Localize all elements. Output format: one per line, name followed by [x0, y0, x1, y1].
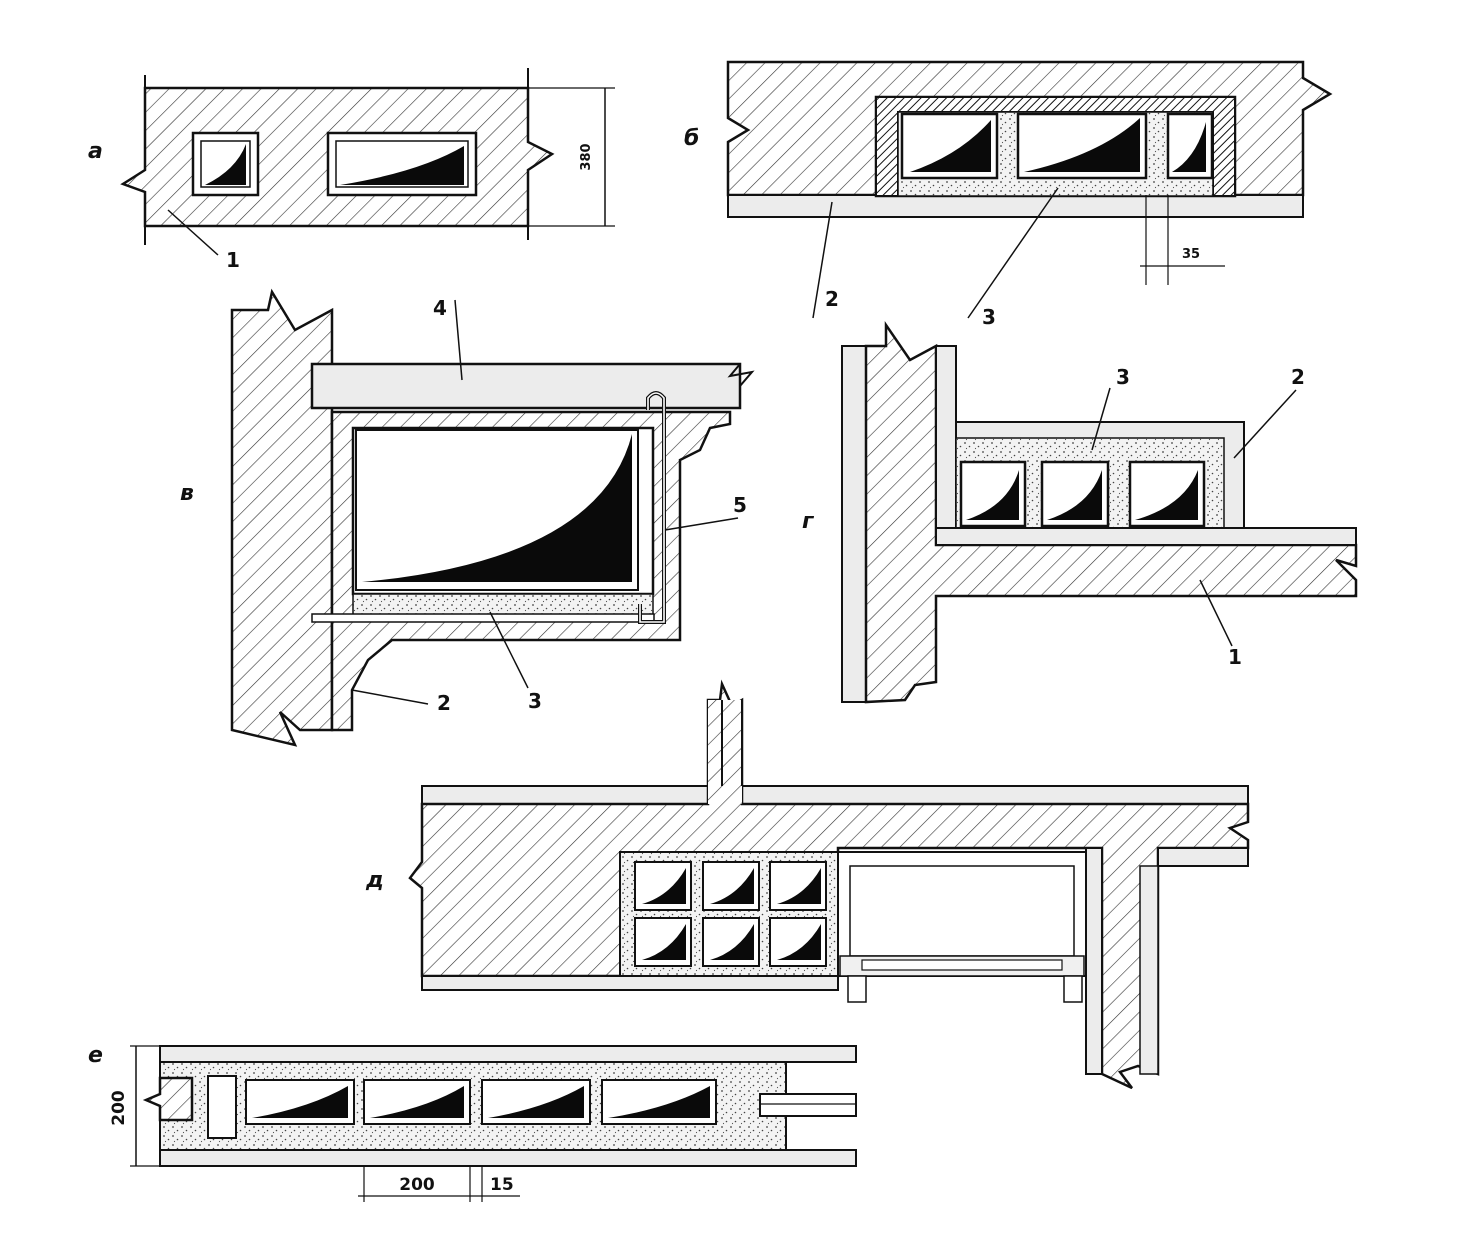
- glass-block: [355, 429, 639, 591]
- wall-section-g: [864, 320, 1358, 704]
- panel-e: 200 200 15 е: [88, 1043, 857, 1202]
- glass-block: [326, 131, 478, 197]
- callout-4: 4: [433, 296, 447, 320]
- glass-block: [1040, 460, 1110, 528]
- panel-label-e: е: [88, 1043, 103, 1068]
- dimension-15: 15: [490, 1175, 514, 1195]
- glass-block: [769, 917, 827, 967]
- glass-block: [769, 861, 827, 911]
- callout-3: 3: [1116, 365, 1130, 389]
- glass-block: [363, 1079, 471, 1125]
- panel-g: 3 2 1 г: [802, 320, 1358, 704]
- panel-label-b: б: [684, 126, 699, 151]
- panel-d: д: [365, 679, 1250, 1090]
- wall-section-v: [230, 288, 334, 747]
- wall-stub: [142, 1076, 194, 1122]
- glass-block: [702, 861, 760, 911]
- dimension-width-200: 200: [399, 1175, 435, 1195]
- dimension-380: 380: [579, 143, 594, 170]
- glass-block: [601, 1079, 717, 1125]
- panel-label-v: в: [180, 481, 194, 506]
- callout-1: 1: [1228, 645, 1242, 669]
- panel-label-d: д: [365, 868, 384, 893]
- lintel-slab: [310, 362, 742, 410]
- panel-a: 380 1 а: [88, 68, 615, 272]
- panel-label-a: а: [88, 139, 103, 164]
- callout-2: 2: [437, 691, 451, 715]
- dimension-35: 35: [1182, 247, 1200, 262]
- plaster-layer: [841, 345, 867, 703]
- callout-2: 2: [825, 287, 839, 311]
- panel-label-g: г: [802, 509, 815, 534]
- callout-2: 2: [1291, 365, 1305, 389]
- panel-v: 4 5 3 2 в: [180, 288, 755, 747]
- plaster-layer: [727, 194, 1304, 218]
- panel-b: 35 2 3 б: [684, 60, 1333, 329]
- glass-block: [959, 460, 1027, 528]
- glass-block: [481, 1079, 591, 1125]
- glass-block: [1128, 460, 1206, 528]
- glass-block: [245, 1079, 355, 1125]
- glass-block: [1016, 112, 1148, 180]
- glass-block: [634, 861, 692, 911]
- callout-3: 3: [982, 305, 996, 329]
- glass-block: [191, 131, 260, 197]
- callout-3: 3: [528, 689, 542, 713]
- dimension-height-200: 200: [109, 1090, 129, 1126]
- glass-block: [1166, 112, 1214, 180]
- glass-block: [702, 917, 760, 967]
- callout-5: 5: [733, 493, 747, 517]
- glass-block: [634, 917, 692, 967]
- callout-1: 1: [226, 248, 240, 272]
- glass-block: [900, 112, 999, 180]
